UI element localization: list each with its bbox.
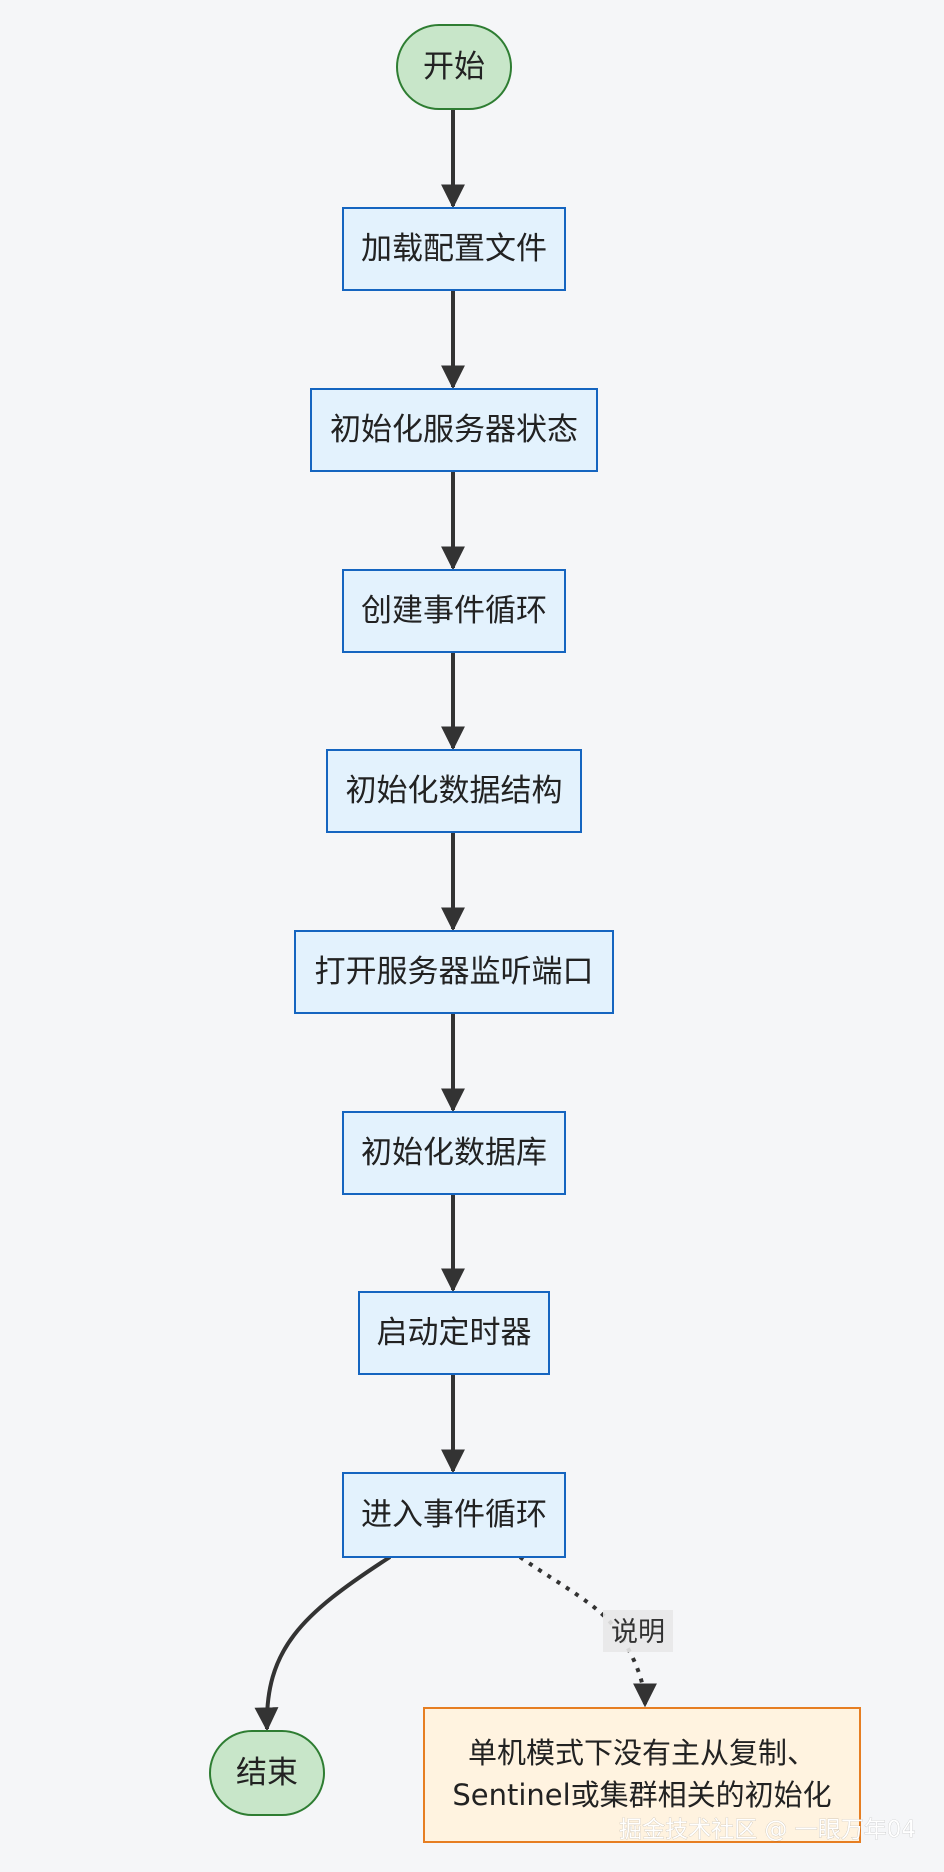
watermark-text: 掘金技术社区 @ 一眼万年04 [619,1817,916,1843]
node-end-shape [209,1730,325,1816]
edge-label-background [603,1610,673,1652]
edge-step8-to-end [254,1555,392,1732]
node-step7: 启动定时器 [358,1291,550,1375]
node-start-shape [396,24,512,110]
edge-label-text: 说明 [611,1617,665,1648]
node-step6-shape [342,1111,566,1195]
node-step4-shape [326,749,582,833]
note-line-2: Sentinel或集群相关的初始化 [452,1778,831,1812]
note-box-shape [423,1707,861,1843]
node-step5-label: 打开服务器监听端口 [315,954,594,990]
node-end: 结束 [209,1730,325,1816]
node-step2-label: 初始化服务器状态 [330,412,578,448]
node-step3: 创建事件循环 [342,569,566,653]
node-step2: 初始化服务器状态 [310,388,598,472]
node-step4: 初始化数据结构 [326,749,582,833]
node-step1-shape [342,207,566,291]
node-step6: 初始化数据库 [342,1111,566,1195]
node-step3-shape [342,569,566,653]
node-start-label: 开始 [423,49,485,85]
node-step3-label: 创建事件循环 [361,593,547,629]
note-box: 单机模式下没有主从复制、 Sentinel或集群相关的初始化 [423,1707,861,1843]
node-step1: 加载配置文件 [342,207,566,291]
node-step8-label: 进入事件循环 [361,1497,547,1533]
node-step6-label: 初始化数据库 [361,1135,547,1171]
node-step4-label: 初始化数据结构 [346,773,563,809]
node-start: 开始 [396,24,512,110]
note-line-1: 单机模式下没有主从复制、 [468,1736,816,1770]
node-step5-shape [294,930,614,1014]
node-step7-shape [358,1291,550,1375]
node-step7-label: 启动定时器 [377,1315,532,1351]
node-step8-shape [342,1472,566,1558]
node-step2-shape [310,388,598,472]
node-step1-label: 加载配置文件 [361,231,547,267]
edge-label: 说明 [603,1610,673,1652]
node-step8: 进入事件循环 [342,1472,566,1558]
edges [254,110,657,1732]
node-end-label: 结束 [236,1755,298,1791]
node-step5: 打开服务器监听端口 [294,930,614,1014]
